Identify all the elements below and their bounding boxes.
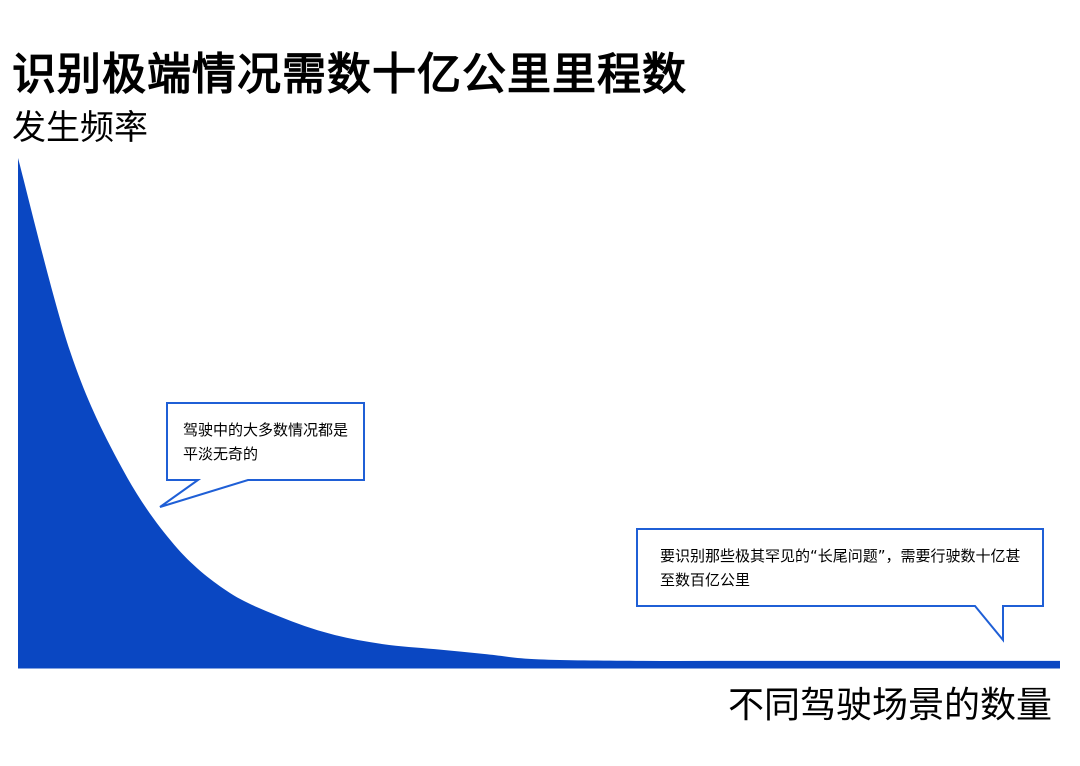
y-axis-label: 发生频率 bbox=[12, 108, 148, 148]
callout-bubble-common bbox=[159, 402, 365, 508]
callout-bubble-long-tail bbox=[636, 528, 1044, 643]
chart-title: 识别极端情况需数十亿公里里程数 bbox=[12, 49, 687, 100]
callout-text-long-tail: 要识别那些极其罕见的“长尾问题”，需要行驶数十亿甚至数百亿公里 bbox=[660, 547, 1021, 589]
frequency-area bbox=[18, 158, 1060, 667]
callout-text-common: 驾驶中的大多数情况都是平淡无奇的 bbox=[183, 421, 349, 463]
x-axis-label: 不同驾驶场景的数量 bbox=[727, 685, 1052, 726]
